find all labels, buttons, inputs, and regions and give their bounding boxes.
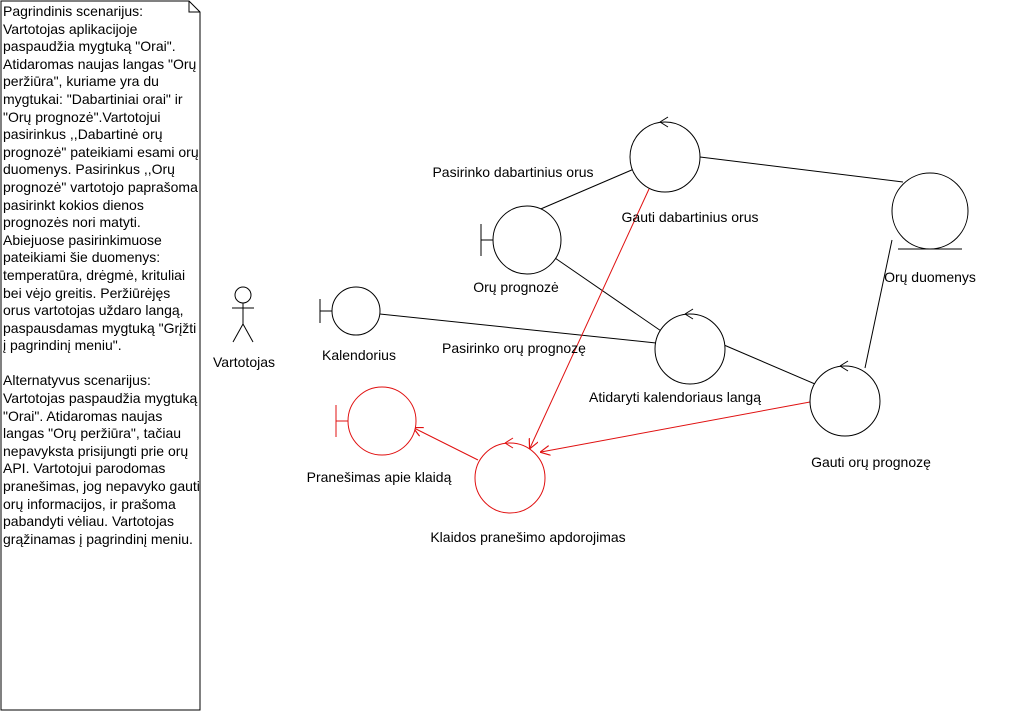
link-getcurrent-to-weatherdata [699,156,904,183]
weather-data-entity-icon [891,172,969,250]
error-arrow-to-boundary [414,428,479,461]
error-handling-control-icon [474,437,546,514]
error-handling-label: Klaidos pranešimo apdorojimas [430,529,625,545]
error-boundary-icon [335,386,417,456]
chose-forecast-label: Pasirinko orų prognozę [442,340,586,356]
get-forecast-control-icon [809,360,881,437]
error-arrow-getforecast [541,401,811,452]
calendar-boundary-icon [319,286,381,336]
actor-label: Vartotojas [213,354,275,370]
get-current-label: Gauti dabartinius orus [622,209,759,225]
link-forecast-to-opencalendar [554,257,665,334]
open-calendar-control-icon [654,308,726,385]
calendar-label: Kalendorius [322,347,396,363]
get-forecast-label: Gauti orų prognozę [811,454,931,470]
error-boundary-label: Pranešimas apie klaidą [307,469,452,485]
link-opencalendar-to-getforecast [723,344,816,385]
forecast-boundary-icon [480,205,562,275]
actor-icon [232,286,254,343]
chose-current-label: Pasirinko dabartinius orus [432,164,593,180]
weather-data-label: Orų duomenys [884,269,976,285]
error-arrow-getcurrent [530,188,650,448]
note-main-scenario: Pagrindinis scenarijus: Vartotojas aplik… [3,3,199,354]
open-calendar-label: Atidaryti kalendoriaus langą [589,389,761,405]
note-shape [0,0,201,711]
link-calendar-to-opencalendar [379,313,657,344]
link-weatherdata-to-getforecast [864,239,893,369]
forecast-boundary-label: Orų prognozė [473,279,559,295]
get-current-control-icon [629,116,701,193]
note-alt-scenario: Alternatyvus scenarijus: Vartotojas pasp… [3,372,200,547]
link-forecast-to-getcurrent [535,168,635,212]
